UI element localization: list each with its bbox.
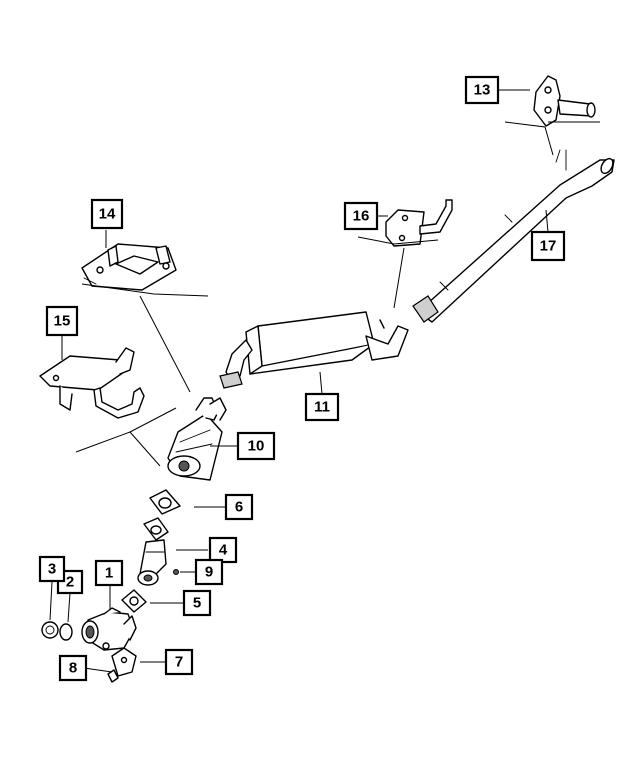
support-bracket-7 <box>111 647 137 677</box>
callout-9: 9 <box>194 558 224 586</box>
callout-4: 4 <box>208 536 238 564</box>
seal-ring-2 <box>59 623 73 641</box>
callout-6: 6 <box>224 493 254 521</box>
tail-pipe <box>412 149 615 323</box>
callout-13-label: 13 <box>474 82 491 99</box>
callout-14: 14 <box>90 198 124 230</box>
gasket-6 <box>149 489 181 515</box>
nut-9 <box>173 569 179 575</box>
callout-3: 3 <box>38 555 66 583</box>
hanger-bracket-16 <box>385 199 453 247</box>
callout-15: 15 <box>45 305 79 337</box>
callout-1: 1 <box>94 559 124 587</box>
callout-4-label: 4 <box>219 542 228 559</box>
callout-2-label: 2 <box>66 574 74 591</box>
callout-8: 8 <box>58 654 88 682</box>
bracket-15 <box>39 347 145 419</box>
callout-8-label: 8 <box>69 660 77 677</box>
callout-14-label: 14 <box>99 206 116 223</box>
bracket-14 <box>81 243 177 291</box>
clamp-3 <box>41 621 59 639</box>
callout-5-label: 5 <box>193 595 201 612</box>
muffler <box>219 311 409 389</box>
callout-11-label: 11 <box>314 399 330 416</box>
callout-13: 13 <box>464 75 500 105</box>
callout-5: 5 <box>182 589 212 617</box>
leader-lines <box>49 89 600 673</box>
bolt-8 <box>107 669 119 683</box>
callout-15-label: 15 <box>54 313 71 330</box>
callout-1-label: 1 <box>105 565 113 582</box>
callout-10: 10 <box>236 431 276 461</box>
callout-10-label: 10 <box>248 438 265 455</box>
callout-7: 7 <box>164 648 194 676</box>
callout-17: 17 <box>530 230 566 262</box>
catalytic-converter <box>167 397 227 481</box>
hanger-bracket-13 <box>533 75 596 127</box>
callout-16: 16 <box>343 201 379 231</box>
callout-6-label: 6 <box>235 499 243 516</box>
manifold-converter <box>81 607 137 651</box>
gasket-5 <box>121 589 147 613</box>
callout-7-label: 7 <box>175 654 183 671</box>
callout-3-label: 3 <box>48 561 56 578</box>
front-pipe <box>137 517 169 586</box>
callout-16-label: 16 <box>353 208 370 225</box>
callout-9-label: 9 <box>205 564 213 581</box>
callout-17-label: 17 <box>540 238 557 255</box>
callout-11: 11 <box>304 392 340 422</box>
